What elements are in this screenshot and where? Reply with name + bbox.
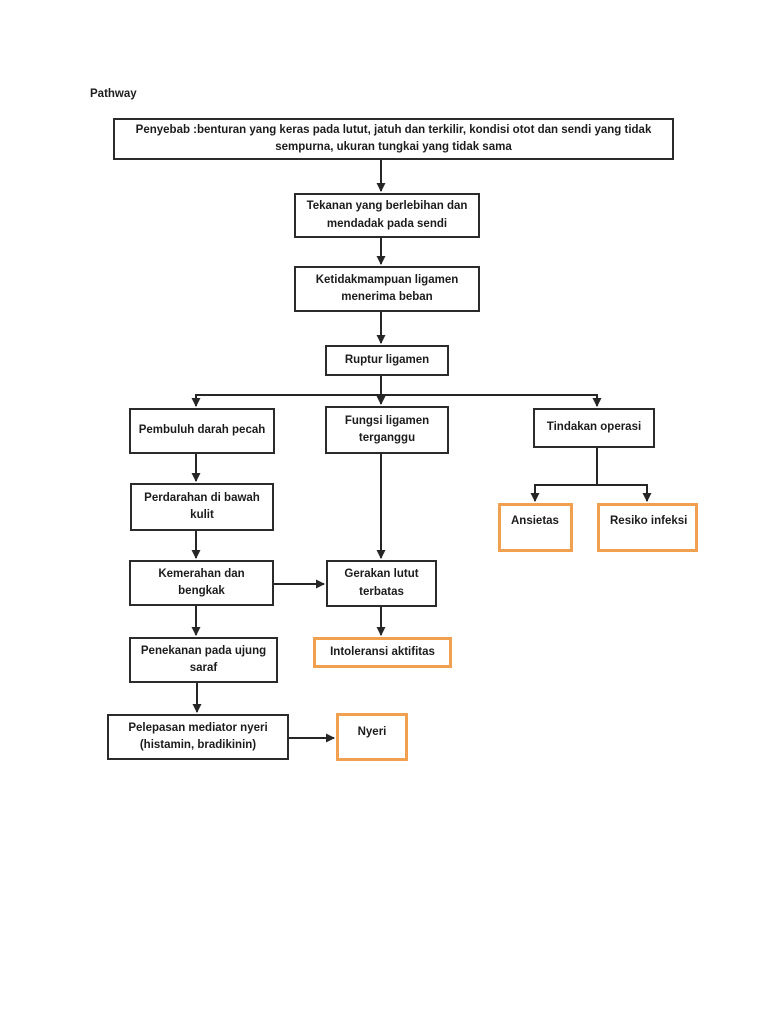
node-gerakan-lutut: Gerakan lutut terbatas: [326, 560, 437, 607]
page-title: Pathway: [90, 88, 137, 100]
node-fungsi-ligamen: Fungsi ligamen terganggu: [325, 406, 449, 454]
node-kemerahan: Kemerahan dan bengkak: [129, 560, 274, 606]
node-diagnosis-resiko-infeksi: Resiko infeksi: [597, 503, 698, 552]
node-tekanan: Tekanan yang berlebihan dan mendadak pad…: [294, 193, 480, 238]
node-tindakan-operasi: Tindakan operasi: [533, 408, 655, 448]
node-ruptur-ligamen: Ruptur ligamen: [325, 345, 449, 376]
node-diagnosis-ansietas: Ansietas: [498, 503, 573, 552]
node-diagnosis-nyeri: Nyeri: [336, 713, 408, 761]
node-penyebab: Penyebab :benturan yang keras pada lutut…: [113, 118, 674, 160]
node-penekanan-saraf: Penekanan pada ujung saraf: [129, 637, 278, 683]
node-ketidakmampuan: Ketidakmampuan ligamen menerima beban: [294, 266, 480, 312]
node-perdarahan: Perdarahan di bawah kulit: [130, 483, 274, 531]
node-pembuluh-darah: Pembuluh darah pecah: [129, 408, 275, 454]
node-diagnosis-intoleransi: Intoleransi aktifitas: [313, 637, 452, 668]
node-pelepasan-mediator: Pelepasan mediator nyeri (histamin, brad…: [107, 714, 289, 760]
